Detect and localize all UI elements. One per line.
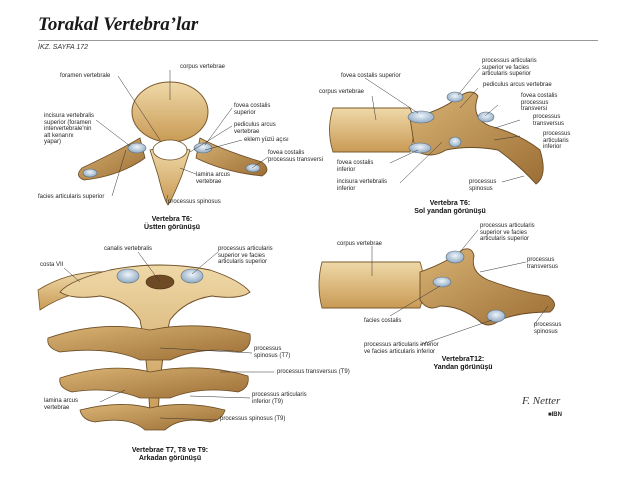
label-canalis-vertebralis: canalis vertebralis [104, 246, 153, 252]
label-processus-articularis-inferior-t9: processus articularis inferior (T9) [252, 392, 307, 405]
label-processus-spinosus: processus spinosus [168, 199, 221, 205]
label-processus-articularis-inferior-lat: processus articularis inferior [543, 131, 571, 150]
label-pediculus-arcus: pediculus arcus vertebrae [234, 122, 276, 135]
label-processus-articularis-superior-t12: processus articularis superior ve facies… [480, 223, 535, 242]
page-subtitle: İKZ. SAYFA 172 [38, 44, 89, 51]
caption-t12-view: VertebraT12: Yandan görünüşü [433, 356, 493, 371]
artist-signature: F. Netter [522, 395, 561, 407]
label-processus-spinosus-lat: processus spinosus [469, 179, 497, 192]
label-facies-articularis-superior: facies articularis superior [38, 194, 105, 200]
label-processus-articularis-inferior-t12: processus articularis inferior ve facies… [364, 342, 439, 355]
posterior-view-t7-t9 [37, 264, 251, 431]
label-corpus-vertebrae: corpus vertebrae [180, 64, 226, 70]
label-lamina-arcus-post: lamina arcus vertebrae [44, 398, 79, 411]
caption-superior-view: Vertebra T6: Üstten görünüşü [144, 216, 200, 231]
label-fovea-costalis-superior-lat: fovea costalis superior [341, 73, 401, 79]
label-corpus-vertebrae-t12: corpus vertebrae [337, 241, 383, 247]
label-facies-costalis: facies costalis [364, 318, 402, 324]
caption-posterior-view: Vertebrae T7, T8 ve T9: Arkadan görünüşü [131, 447, 209, 462]
label-fovea-costalis-transversi-lat: fovea costalis processus transversi [521, 93, 558, 112]
label-fovea-costalis-superior: fovea costalis superior [234, 103, 271, 116]
page-title: Torakal Vertebra’lar [38, 14, 199, 35]
label-incisura-vertebralis-inferior: incisura vertebralis inferior [337, 179, 388, 192]
label-processus-spinosus-t9: processus spinosus (T9) [220, 416, 286, 422]
label-incisura-vertebralis-superior: incisura vertebralis superior (foramen i… [44, 113, 95, 145]
label-processus-transversus-t9: processus transversus (T9) [277, 369, 350, 375]
label-processus-transversus-t12: processus transversus [527, 257, 559, 270]
label-processus-transversus-lat: processus transversus [533, 114, 565, 127]
label-lamina-arcus: lamina arcus vertebrae [196, 172, 231, 185]
label-processus-spinosus-t7: processus spinosus (T7) [254, 346, 291, 359]
label-processus-spinosus-t12: processus spinosus [534, 322, 562, 335]
label-processus-articularis-superior: processus articularis superior ve facies… [482, 58, 537, 77]
label-processus-articularis-superior-post: processus articularis superior ve facies… [218, 246, 273, 265]
publisher-mark: ■IBN [548, 412, 562, 418]
label-fovea-costalis-transversi: fovea costalis processus transversi [268, 150, 324, 163]
leader-lines [63, 67, 549, 421]
label-corpus-vertebrae-lat: corpus vertebrae [319, 89, 365, 95]
caption-lateral-view: Vertebra T6: Sol yandan görünüşü [414, 200, 486, 215]
label-eklem-yuzu-acisi: eklem yüzü açısı [244, 137, 289, 143]
label-foramen-vertebrale: foramen vertebrale [60, 73, 111, 79]
title-rule [38, 40, 598, 41]
label-pediculus-arcus-lat: pediculus arcus vertebrae [483, 82, 552, 88]
label-fovea-costalis-inferior: fovea costalis inferior [337, 160, 374, 173]
lateral-view-t12 [318, 248, 555, 326]
superior-view-t6 [78, 81, 268, 206]
lateral-view-t6 [329, 91, 544, 185]
label-costa-vii: costa VII [40, 262, 64, 268]
